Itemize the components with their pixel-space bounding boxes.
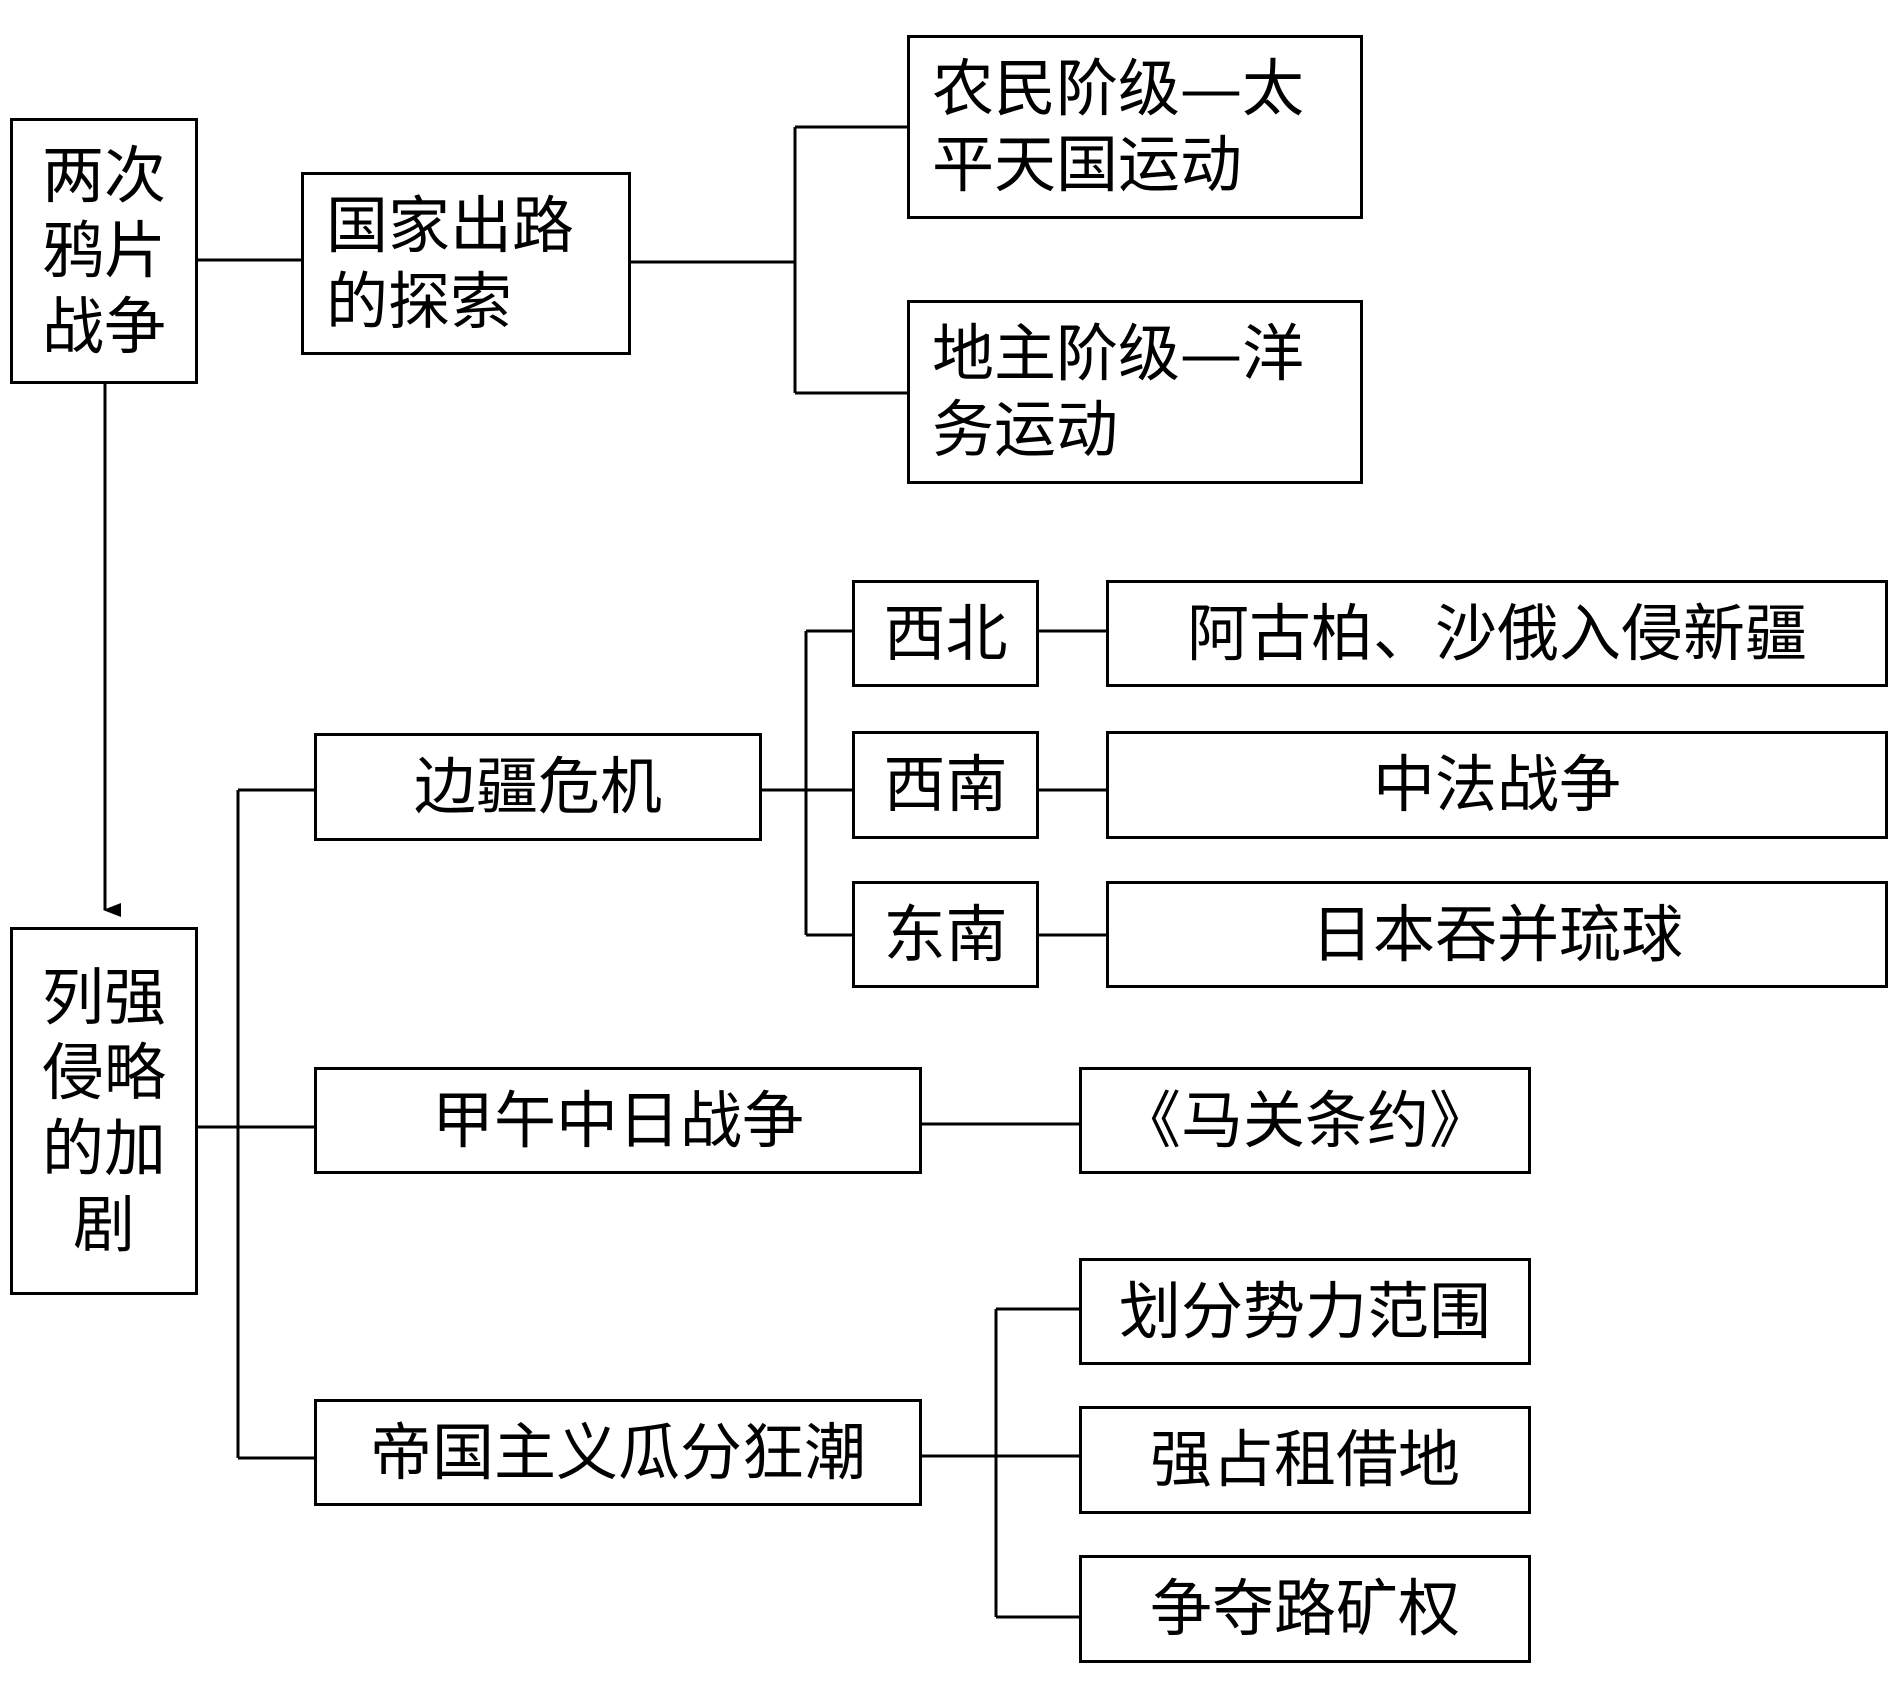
node-imperialist-partition-label: 帝国主义瓜分狂潮 [369,1415,866,1489]
node-railway-mining-rights: 争夺路矿权 [1079,1555,1531,1663]
node-southeast: 东南 [852,881,1039,988]
node-landlord-westernization: 地主阶级—洋务运动 [907,300,1363,484]
node-peasant-taiping-label: 农民阶级—太平天国运动 [932,52,1305,201]
node-sino-japanese-war: 甲午中日战争 [314,1067,922,1174]
node-border-crisis: 边疆危机 [314,733,762,841]
node-leased-territories-label: 强占租借地 [1149,1423,1460,1497]
node-northwest: 西北 [852,580,1039,687]
node-southeast-event-label: 日本吞并琉球 [1310,897,1683,971]
node-national-path-label: 国家出路的探索 [326,188,575,338]
node-southwest-label: 西南 [883,748,1008,822]
node-sino-japanese-war-label: 甲午中日战争 [431,1083,804,1157]
node-southeast-label: 东南 [883,897,1008,971]
node-railway-mining-rights-label: 争夺路矿权 [1149,1572,1460,1646]
node-treaty-shimonoseki: 《马关条约》 [1079,1067,1531,1174]
node-northwest-label: 西北 [883,596,1008,670]
node-border-crisis-label: 边疆危机 [413,750,662,824]
node-southwest: 西南 [852,731,1039,839]
node-southwest-event-label: 中法战争 [1372,748,1621,822]
node-southeast-event: 日本吞并琉球 [1106,881,1888,988]
node-opium-wars-label: 两次鸦片战争 [41,138,166,363]
node-leased-territories: 强占租借地 [1079,1406,1531,1514]
node-opium-wars: 两次鸦片战争 [10,118,198,384]
node-northwest-event-label: 阿古柏、沙俄入侵新疆 [1186,596,1807,670]
node-aggression-intensified: 列强侵略的加剧 [10,927,198,1295]
node-national-path: 国家出路的探索 [301,172,631,355]
node-spheres-of-influence: 划分势力范围 [1079,1258,1531,1365]
node-landlord-westernization-label: 地主阶级—洋务运动 [932,317,1305,466]
node-peasant-taiping: 农民阶级—太平天国运动 [907,35,1363,219]
node-southwest-event: 中法战争 [1106,731,1888,839]
node-treaty-shimonoseki-label: 《马关条约》 [1118,1083,1491,1157]
node-aggression-intensified-label: 列强侵略的加剧 [41,960,166,1261]
node-imperialist-partition: 帝国主义瓜分狂潮 [314,1399,922,1506]
node-spheres-of-influence-label: 划分势力范围 [1118,1274,1491,1348]
node-northwest-event: 阿古柏、沙俄入侵新疆 [1106,580,1888,687]
